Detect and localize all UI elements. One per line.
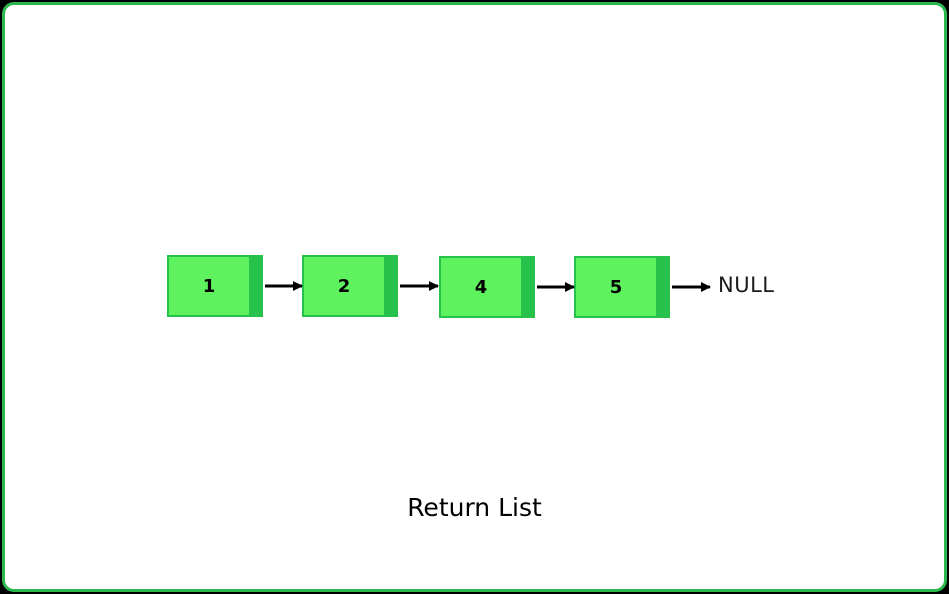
node-data: 2 — [302, 255, 386, 317]
node-data: 4 — [439, 256, 523, 318]
list-node-1: 1 — [167, 255, 263, 319]
null-terminator: NULL — [718, 273, 775, 297]
node-next-pointer — [521, 256, 535, 318]
node-data: 1 — [167, 255, 251, 317]
list-node-4: 5 — [574, 256, 670, 320]
list-node-3: 4 — [439, 256, 535, 320]
node-next-pointer — [249, 255, 263, 317]
diagram-caption: Return List — [407, 493, 542, 522]
list-node-2: 2 — [302, 255, 398, 319]
node-data: 5 — [574, 256, 658, 318]
node-next-pointer — [384, 255, 398, 317]
node-next-pointer — [656, 256, 670, 318]
